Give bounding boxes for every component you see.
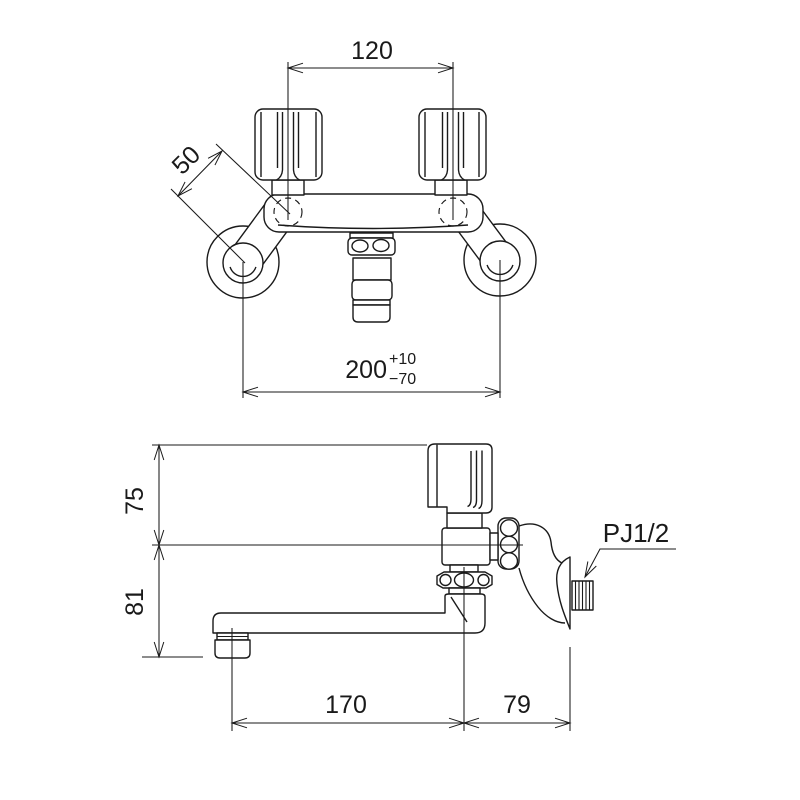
handle-flutes (467, 450, 483, 510)
dimension-line (176, 149, 224, 198)
side-dimensions: 75 81 170 79 PJ1/2 (121, 443, 676, 731)
nut-port-left (351, 239, 369, 253)
side-view (212, 443, 594, 659)
crank-bottom-edge (518, 567, 566, 624)
body-outline (441, 527, 491, 566)
body-boss (489, 532, 499, 561)
thread-size-label: PJ1/2 (603, 518, 670, 548)
thread-callout: PJ1/2 (584, 518, 676, 579)
dim-height-lower: 81 (121, 543, 165, 659)
spout-neck (349, 232, 394, 239)
handle-flutes (276, 112, 300, 181)
dim-label-79: 79 (503, 691, 531, 719)
dim-wall-offset: 79 (462, 691, 572, 729)
extension-line (215, 143, 291, 215)
spout-connection-front (347, 232, 396, 323)
dim-height-upper: 75 (121, 443, 165, 547)
crank-pipe (518, 523, 566, 624)
front-view (206, 108, 537, 323)
swivel-nut (497, 517, 520, 570)
dim-label-75: 75 (121, 487, 149, 515)
nut-port-right (372, 238, 390, 253)
dim-inlet-pitch: 200 +10 −70 (241, 260, 502, 398)
handle-side (427, 443, 493, 514)
wall-escutcheon (555, 556, 571, 630)
spout-tube (212, 593, 486, 634)
dim-tol-upper: +10 (389, 351, 416, 368)
body-front-arc (277, 224, 469, 230)
spout-ring-3 (352, 299, 391, 306)
body-outline (263, 193, 484, 233)
spout-end-cap (352, 304, 391, 323)
spout-ring-1 (352, 257, 392, 281)
dim-label-81: 81 (121, 588, 149, 616)
faucet-body (263, 193, 484, 233)
handle-facets (260, 112, 317, 177)
joint-bead-left (439, 573, 452, 587)
nut-bead (499, 552, 519, 570)
joint-bead-right (477, 573, 490, 587)
nut-bead (499, 519, 519, 537)
handle-facets (424, 112, 480, 177)
dim-spout-reach: 170 (230, 691, 466, 729)
valve-body-side (441, 527, 499, 566)
dim-label-200: 200 (345, 356, 387, 384)
spout (212, 593, 486, 634)
thread-connector (571, 580, 594, 611)
dim-handle-pitch: 120 (286, 37, 455, 220)
leader-line (584, 548, 676, 579)
handle-flutes (441, 112, 465, 181)
spout-ring-2 (351, 279, 393, 301)
dim-label-50: 50 (167, 141, 206, 180)
handle-neck-right (434, 179, 468, 196)
crank-top-edge (518, 523, 563, 564)
thread-hatching (574, 581, 591, 610)
dim-label-170: 170 (325, 691, 367, 719)
dim-label-120: 120 (351, 37, 393, 65)
handle-neck-side (446, 512, 483, 529)
dim-tol-lower: −70 (389, 371, 416, 388)
extension-line (170, 188, 246, 264)
